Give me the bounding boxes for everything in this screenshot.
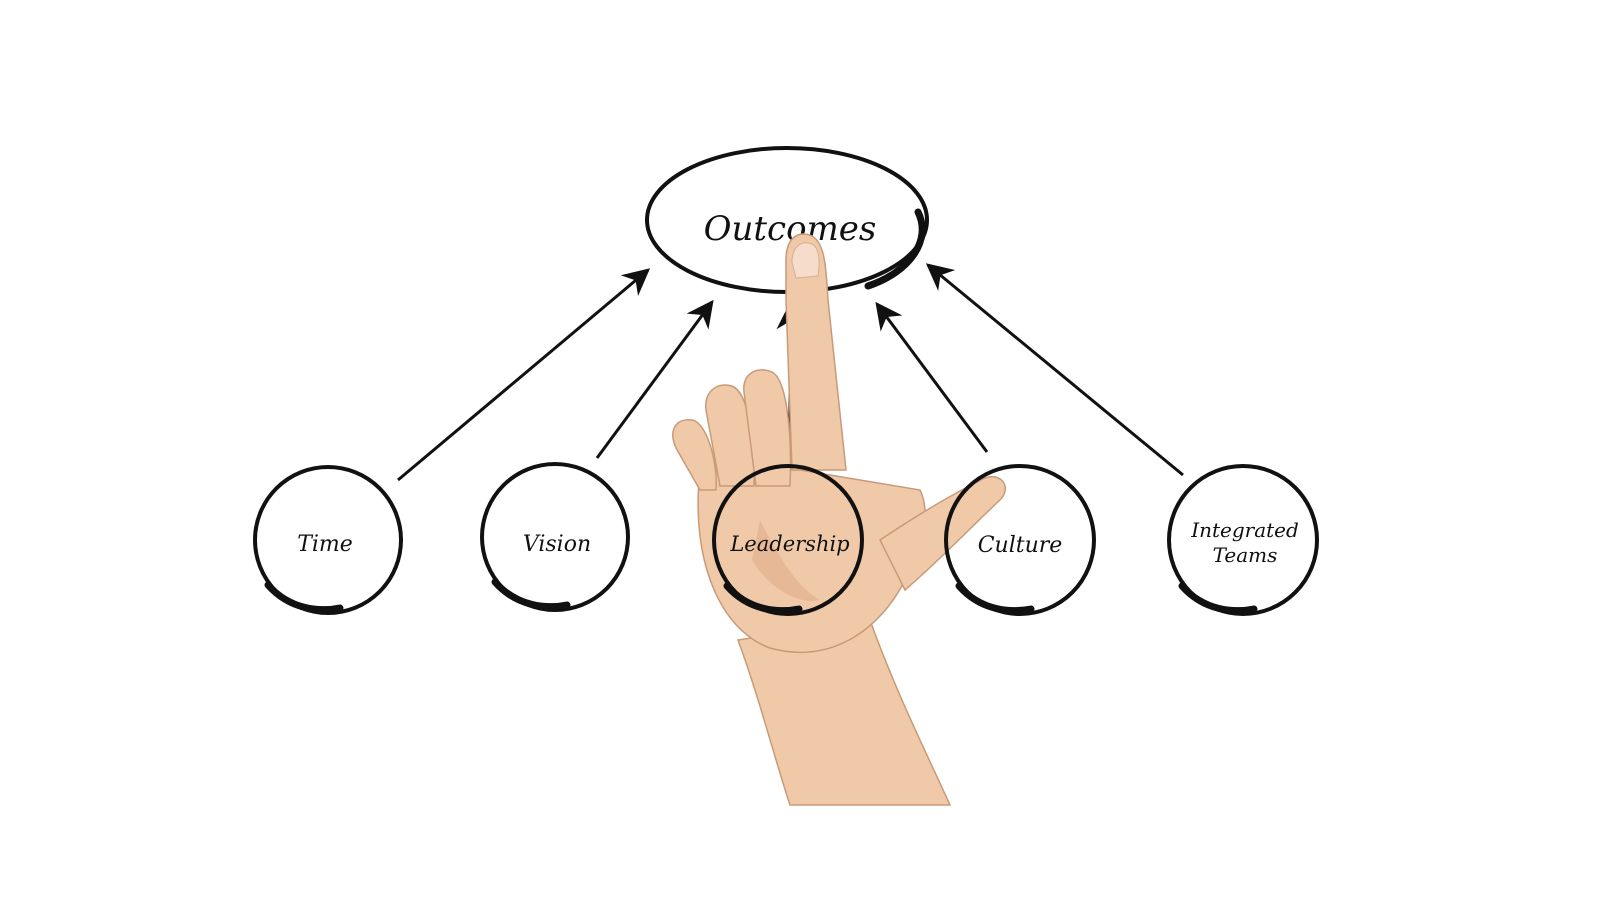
edge-culture-outcomes (875, 301, 989, 453)
edge-integrated-teams-outcomes (925, 263, 1184, 477)
node-culture-circle (944, 464, 1096, 616)
node-integrated-teams-label-line-2: Teams (1213, 543, 1278, 567)
pointing-hand-image (672, 233, 1006, 806)
node-integrated-teams-stroke-tail (1178, 582, 1258, 615)
node-vision-stroke-tail (491, 578, 571, 611)
node-leadership-circle (712, 464, 864, 616)
node-integrated-teams-label-line-1: Integrated (1190, 518, 1299, 542)
node-integrated-teams: Integrated Teams (1167, 464, 1319, 616)
node-culture-stroke-tail (955, 582, 1035, 615)
node-integrated-teams-circle (1167, 464, 1319, 616)
node-time-stroke-tail (264, 581, 344, 614)
node-vision: Vision (480, 462, 630, 612)
node-leadership-label: Leadership (729, 532, 849, 556)
edge-time-outcomes (397, 268, 651, 482)
edge-vision-outcomes (595, 299, 714, 459)
node-time-label: Time (297, 532, 353, 557)
node-culture-label: Culture (978, 533, 1063, 558)
outcomes-ellipse-stroke-tail (864, 208, 926, 290)
node-leadership: Leadership (712, 464, 864, 616)
node-time: Time (253, 465, 403, 615)
nodes: Time Vision Leadership Culture Integ (253, 462, 1319, 616)
node-leadership-stroke-tail (723, 582, 803, 615)
node-culture: Culture (944, 464, 1096, 616)
node-vision-label: Vision (523, 532, 591, 557)
